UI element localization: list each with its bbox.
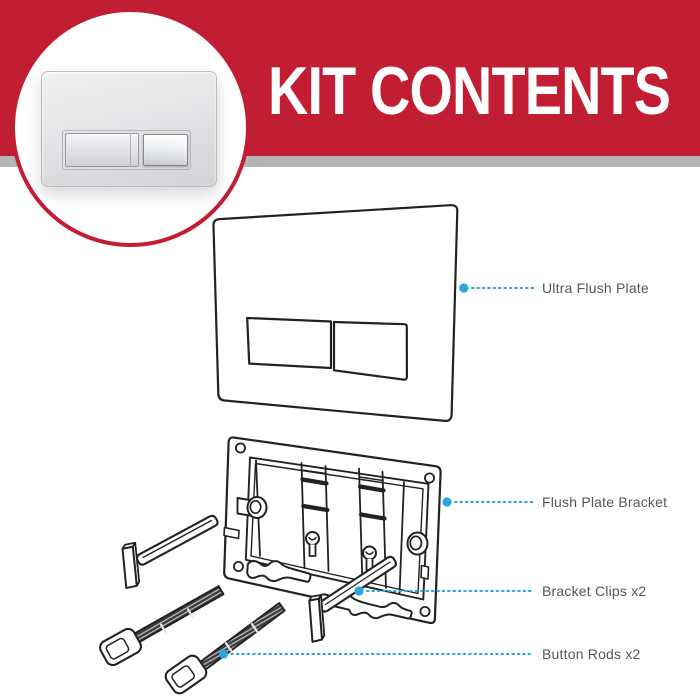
product-photo-circle <box>11 8 250 247</box>
page-title: KIT CONTENTS <box>268 53 671 129</box>
callout-label-flush-plate-bracket: Flush Plate Bracket <box>542 494 668 510</box>
plate-drawing <box>212 204 459 423</box>
callout-label-button-rods: Button Rods x2 <box>542 646 641 662</box>
clip-drawing-loose <box>121 514 219 589</box>
callout-dot-3 <box>354 586 364 596</box>
rod-drawing-1 <box>99 585 225 667</box>
photo-flush-plate <box>41 71 217 187</box>
callout-dot-2 <box>442 497 452 507</box>
photo-button-left <box>65 133 139 167</box>
clip-drawing-attached <box>308 555 398 643</box>
callout-label-bracket-clips: Bracket Clips x2 <box>542 583 647 599</box>
photo-button-divider <box>130 133 131 167</box>
plate-left-button <box>246 316 333 370</box>
photo-button-right <box>143 134 188 166</box>
photo-button-recess <box>62 130 191 170</box>
callout-dot-1 <box>459 283 469 293</box>
bracket-hook-2 <box>362 545 377 571</box>
callout-label-ultra-flush-plate: Ultra Flush Plate <box>542 280 649 296</box>
bracket-drawing <box>223 436 442 625</box>
header-stripe <box>0 156 700 167</box>
plate-right-button <box>332 320 408 381</box>
callout-leaders <box>218 283 535 659</box>
callout-dot-4 <box>218 649 229 659</box>
bracket-hook-1 <box>305 531 320 557</box>
